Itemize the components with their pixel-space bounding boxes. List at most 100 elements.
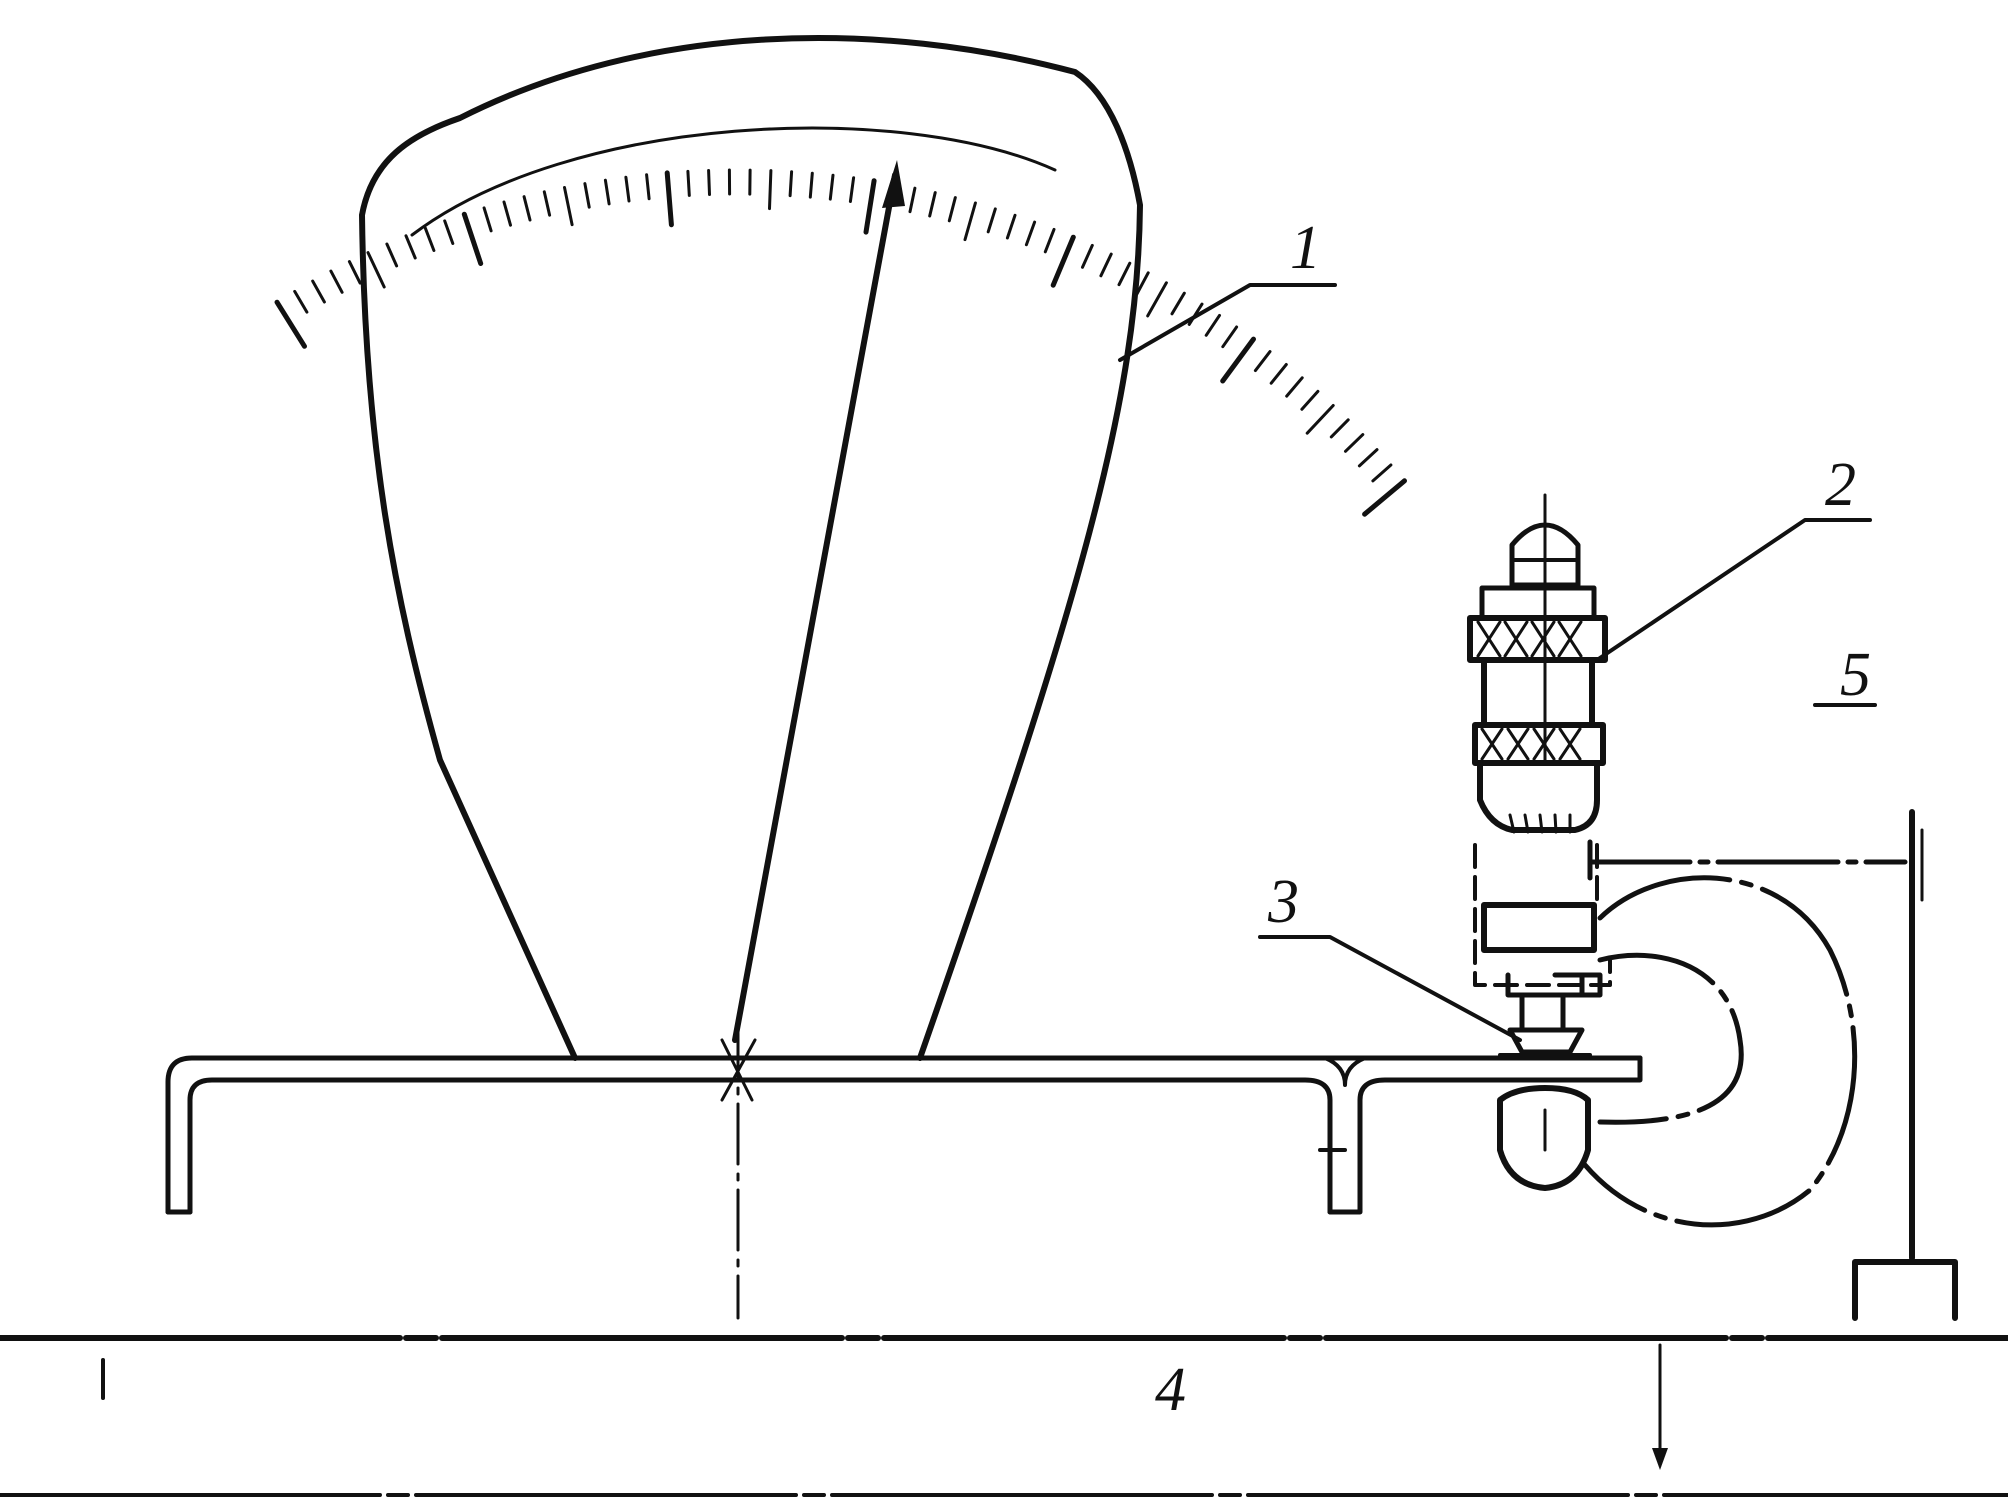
clamp-block <box>1481 902 1597 953</box>
knurled-ring-lower <box>1472 722 1606 766</box>
dial-pointer <box>732 172 898 1043</box>
dial-tick <box>986 207 997 234</box>
dial-tick <box>848 176 856 203</box>
stand <box>1587 809 1958 1321</box>
dial-tick <box>1329 418 1350 439</box>
callout-3: 3 <box>1267 868 1299 936</box>
frame-outer <box>165 1055 1643 1215</box>
dial-tick <box>1050 234 1076 288</box>
dial-tick <box>1204 313 1221 337</box>
c-holder <box>1582 875 1858 1228</box>
dial-scale-ticks <box>274 168 1407 517</box>
micrometer-thimble-teeth <box>1508 813 1572 834</box>
dial-tick <box>863 178 877 235</box>
stand-arm <box>1587 839 1908 881</box>
dial-tick <box>1285 376 1304 398</box>
dial-tick <box>366 251 386 289</box>
callout-5: 5 <box>1840 641 1871 709</box>
frame-leg-right <box>1327 1055 1643 1215</box>
dial-tick <box>461 211 484 266</box>
dial-tick <box>947 196 957 223</box>
frame-inner <box>187 1077 1333 1215</box>
leader-2 <box>1595 518 1872 662</box>
micrometer-collar <box>1479 585 1597 621</box>
dial-gauge <box>274 35 1407 1061</box>
dial-tick <box>482 206 493 233</box>
dial-tick <box>1117 261 1132 287</box>
c-holder-inner <box>1597 952 1744 1125</box>
dial-tick <box>347 260 362 285</box>
dial-tick <box>1099 252 1113 278</box>
micrometer-sleeve <box>1481 657 1595 728</box>
dial-tick <box>1253 350 1272 373</box>
dial-tick <box>928 191 937 218</box>
dial-tick <box>1371 463 1393 483</box>
frame-bracket <box>165 1055 1643 1215</box>
micrometer-cap <box>1509 522 1581 588</box>
dial-tick <box>707 169 711 196</box>
dial-tick <box>542 190 552 217</box>
stand-base <box>1852 1259 1958 1321</box>
dial-tick <box>1362 478 1407 517</box>
callout-4: 4 <box>1155 1356 1186 1424</box>
dial-tick <box>624 175 631 203</box>
dial-scale-arc <box>410 126 1057 237</box>
knurl-lower-hatch <box>1480 727 1582 761</box>
frame-junction <box>1323 1056 1367 1087</box>
pointer-arrowhead <box>882 160 905 208</box>
dial-tick <box>583 182 591 209</box>
dial-tick <box>1146 281 1168 318</box>
clamp-assembly <box>1473 843 1612 1191</box>
center-axis <box>720 1016 757 1320</box>
knurl-upper-hatch <box>1476 620 1583 658</box>
dial-tick <box>423 226 436 252</box>
dial-tick <box>1220 336 1256 384</box>
dial-tick <box>563 186 574 227</box>
dial-tick <box>908 186 917 214</box>
dial-tick <box>1005 213 1017 240</box>
dial-tick <box>808 171 814 199</box>
spindle <box>1519 992 1566 1033</box>
dial-tick <box>522 195 532 222</box>
dial-tick <box>274 299 307 349</box>
dial-tick <box>1344 433 1365 453</box>
dial-tick <box>603 178 611 206</box>
dial-tick <box>385 242 399 268</box>
dial-tick <box>1305 404 1335 435</box>
dial-tick <box>502 200 512 227</box>
dial-tick <box>311 279 326 304</box>
dial-tick <box>1300 389 1320 411</box>
dial-tick <box>664 170 674 228</box>
dial-tick <box>329 269 344 294</box>
dial-tick <box>828 173 835 201</box>
c-holder-outer <box>1582 875 1858 1228</box>
dial-tick <box>1043 227 1056 254</box>
dial-tick <box>1221 325 1239 349</box>
dial-tick <box>1357 448 1379 468</box>
dial-tick <box>443 219 455 245</box>
dial-tick <box>768 169 773 211</box>
dial-tick <box>1269 363 1288 385</box>
leader-lines <box>1118 283 1877 1042</box>
base-plate <box>0 1335 2008 1497</box>
probe-tip <box>1507 1027 1585 1055</box>
clamp-nut <box>1505 972 1603 998</box>
dial-tick <box>1170 291 1186 316</box>
axis-cross-b <box>720 1038 757 1102</box>
dial-tick <box>404 234 417 260</box>
section-arrowhead <box>1652 1448 1668 1470</box>
dial-tick <box>645 173 651 201</box>
dial-tick <box>1024 220 1037 247</box>
leader-3 <box>1258 935 1522 1042</box>
micrometer-barrel <box>1477 760 1600 833</box>
clamp-hidden-outline <box>1473 843 1612 987</box>
dial-outline <box>359 35 1143 1061</box>
callout-labels: 1 2 3 4 5 <box>1155 214 1871 1424</box>
dial-tick <box>963 201 977 242</box>
dial-tick <box>293 289 309 314</box>
micrometer-head <box>1467 493 1608 834</box>
leader-1 <box>1118 283 1337 362</box>
callout-1: 1 <box>1290 214 1321 282</box>
dial-tick <box>1081 243 1094 269</box>
